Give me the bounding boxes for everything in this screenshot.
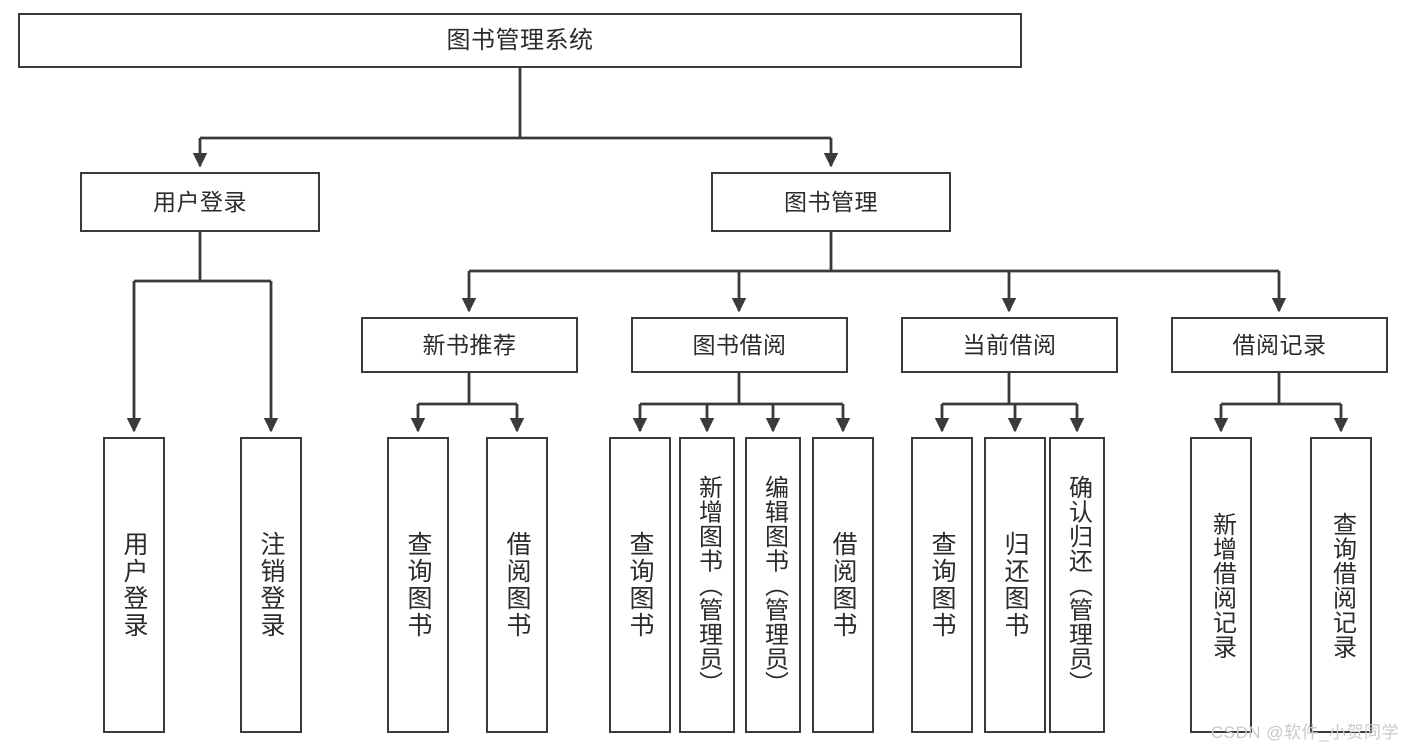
node-leaf-query-book-2-label: 查询图书 [626,531,654,639]
node-new-book-recommend[interactable]: 新书推荐 [361,317,578,373]
node-current-borrow-label: 当前借阅 [962,331,1057,358]
node-leaf-add-book[interactable]: 新增图书（管理员） [679,437,735,733]
node-leaf-add-record-label: 新增借阅记录 [1208,511,1236,659]
node-leaf-query-book-3-label: 查询图书 [928,531,956,639]
node-user-login[interactable]: 用户登录 [80,172,320,232]
node-leaf-confirm-return[interactable]: 确认归还（管理员） [1049,437,1105,733]
node-leaf-user-login-label: 用户登录 [120,531,148,639]
node-leaf-query-book-1[interactable]: 查询图书 [387,437,449,733]
node-leaf-logout-label: 注销登录 [257,531,285,639]
node-leaf-return-book-label: 归还图书 [1001,531,1029,639]
node-leaf-return-book[interactable]: 归还图书 [984,437,1046,733]
node-book-borrow[interactable]: 图书借阅 [631,317,848,373]
node-leaf-borrow-book-1[interactable]: 借阅图书 [486,437,548,733]
node-book-manage[interactable]: 图书管理 [711,172,951,232]
node-book-borrow-label: 图书借阅 [692,331,787,358]
node-current-borrow[interactable]: 当前借阅 [901,317,1118,373]
node-leaf-add-book-label: 新增图书（管理员） [694,474,722,696]
node-leaf-edit-book-label: 编辑图书（管理员） [760,474,788,696]
node-borrow-record[interactable]: 借阅记录 [1171,317,1388,373]
node-leaf-query-book-1-label: 查询图书 [404,531,432,639]
node-leaf-query-book-2[interactable]: 查询图书 [609,437,671,733]
node-leaf-confirm-return-label: 确认归还（管理员） [1064,474,1092,696]
node-new-book-recommend-label: 新书推荐 [422,331,517,358]
node-book-manage-label: 图书管理 [784,188,878,215]
node-leaf-query-record[interactable]: 查询借阅记录 [1310,437,1372,733]
node-leaf-query-book-3[interactable]: 查询图书 [911,437,973,733]
node-borrow-record-label: 借阅记录 [1232,331,1327,358]
node-leaf-query-record-label: 查询借阅记录 [1328,511,1356,659]
node-leaf-add-record[interactable]: 新增借阅记录 [1190,437,1252,733]
node-leaf-borrow-book-2[interactable]: 借阅图书 [812,437,874,733]
node-leaf-borrow-book-2-label: 借阅图书 [829,531,857,639]
csdn-watermark: CSDN @软件_小贺同学 [1210,723,1399,742]
node-user-login-label: 用户登录 [153,188,247,215]
node-root[interactable]: 图书管理系统 [18,13,1022,68]
node-root-label: 图书管理系统 [446,26,594,54]
node-leaf-edit-book[interactable]: 编辑图书（管理员） [745,437,801,733]
node-leaf-logout[interactable]: 注销登录 [240,437,302,733]
node-leaf-borrow-book-1-label: 借阅图书 [503,531,531,639]
node-leaf-user-login[interactable]: 用户登录 [103,437,165,733]
